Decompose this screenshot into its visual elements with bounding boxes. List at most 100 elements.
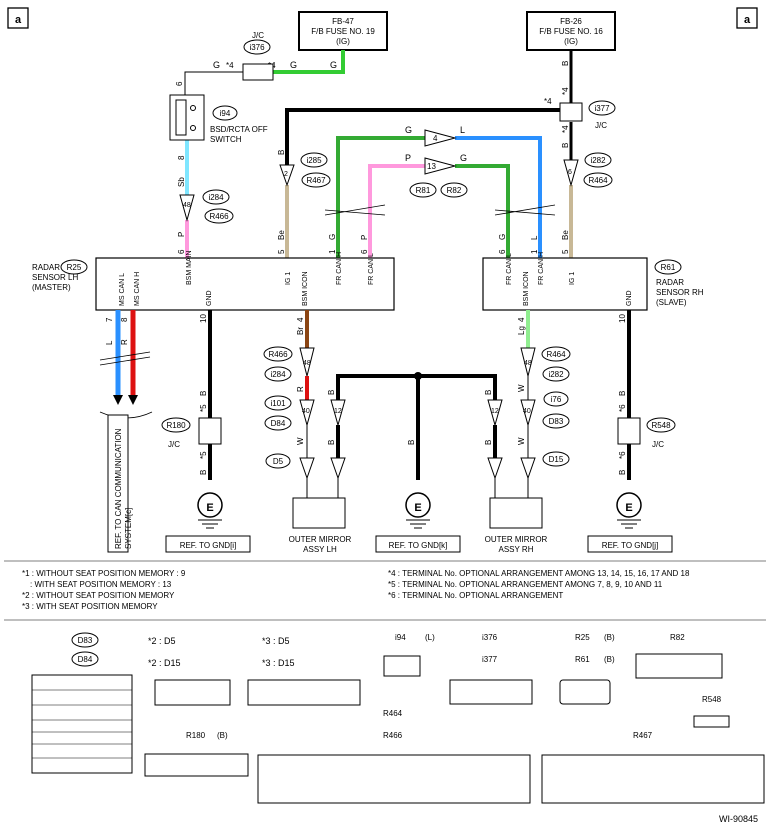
svg-text:B: B: [277, 150, 286, 155]
cv-r180-color: (B): [217, 731, 228, 740]
pin-ms-can-h: MS CAN H: [134, 272, 141, 306]
pin-fr-can-h-rh: FR CAN H: [538, 252, 545, 285]
svg-text:48: 48: [524, 360, 532, 367]
svg-text:B: B: [327, 390, 336, 395]
jc-i376-label: J/C: [252, 31, 264, 40]
svg-text:R: R: [296, 386, 305, 392]
ref-gnd-k: REF. TO GND[k]: [389, 541, 448, 550]
sensor-rh-l2: SENSOR RH: [656, 288, 704, 297]
svg-text:G: G: [405, 125, 412, 135]
note-2: *2 : WITHOUT SEAT POSITION MEMORY: [22, 591, 175, 600]
svg-text:W: W: [296, 437, 305, 445]
conn-r467: R467: [306, 176, 326, 185]
conn-i282-mid: i282: [548, 370, 564, 379]
pin-ms-can-l: MS CAN L: [119, 273, 126, 306]
fuse-fb26-name: F/B FUSE NO. 16: [539, 27, 603, 36]
fuse-fb26-type: (IG): [564, 37, 578, 46]
sensor-rh-l1: RADAR: [656, 278, 684, 287]
jc-i377-label: J/C: [595, 121, 607, 130]
svg-text:P: P: [360, 235, 369, 240]
svg-text:1: 1: [328, 249, 337, 254]
cv-d83: D83: [78, 636, 93, 645]
cv-i376: i376: [482, 633, 498, 642]
svg-text:6: 6: [360, 249, 369, 254]
svg-text:5: 5: [561, 249, 570, 254]
switch-label-l2: SWITCH: [210, 135, 242, 144]
pin-ig1-lh: IG 1: [285, 272, 292, 285]
fuse-fb47-name: F/B FUSE NO. 19: [311, 27, 375, 36]
note-6: *6 : TERMINAL No. OPTIONAL ARRANGEMENT: [388, 591, 563, 600]
svg-text:R: R: [120, 339, 129, 345]
svg-text:5: 5: [277, 249, 286, 254]
svg-text:B: B: [199, 470, 208, 475]
conn-r82: R82: [447, 186, 462, 195]
svg-text:*4: *4: [561, 125, 570, 133]
cv-star2-d5: *2 : D5: [148, 636, 176, 646]
svg-text:8: 8: [120, 317, 129, 322]
svg-text:4: 4: [296, 317, 305, 322]
conn-i284: i284: [270, 370, 286, 379]
svg-text:B: B: [484, 440, 493, 445]
svg-text:B: B: [199, 391, 208, 396]
ref-can-l2: SYSTEM[c]: [124, 508, 133, 549]
sensor-lh-l2: SENSOR LH: [32, 273, 78, 282]
conn-i377: i377: [594, 104, 610, 113]
cv-r466: R466: [383, 731, 403, 740]
sensor-lh-l1: RADAR: [32, 263, 60, 272]
pin-fr-can-h-lh: FR CAN H: [336, 252, 343, 285]
document-id: WI-90845: [719, 814, 758, 824]
svg-text:*5: *5: [199, 451, 208, 459]
cv-star3-d15: *3 : D15: [262, 658, 295, 668]
svg-text:W: W: [517, 384, 526, 392]
pin-fr-can-l-lh: FR CAN L: [368, 253, 375, 285]
svg-text:G: G: [328, 234, 337, 240]
cv-r467: R467: [633, 731, 653, 740]
conn-r548: R548: [651, 421, 671, 430]
ground-e-rh: E: [625, 502, 632, 514]
svg-text:*4: *4: [544, 97, 552, 106]
note-5: *5 : TERMINAL No. OPTIONAL ARRANGEMENT A…: [388, 580, 663, 589]
svg-text:*4: *4: [561, 87, 570, 95]
pin-bsm-main: BSM MAIN: [186, 250, 193, 285]
svg-text:B: B: [618, 470, 627, 475]
svg-text:*4: *4: [226, 61, 234, 70]
svg-text:Lg: Lg: [517, 326, 526, 335]
cv-r61: R61: [575, 655, 590, 664]
ground-e-lh: E: [206, 502, 213, 514]
svg-text:10: 10: [618, 314, 627, 323]
svg-text:48: 48: [183, 202, 191, 209]
svg-text:*5: *5: [199, 404, 208, 412]
mirror-rh-l2: ASSY RH: [499, 545, 534, 554]
cv-i94-color: (L): [425, 633, 435, 642]
conn-r25: R25: [67, 263, 82, 272]
cv-i377: i377: [482, 655, 498, 664]
svg-text:G: G: [498, 234, 507, 240]
svg-text:6: 6: [568, 169, 572, 176]
conn-i285: i285: [306, 156, 322, 165]
ref-gnd-i: REF. TO GND[i]: [180, 541, 237, 550]
cv-r61-color: (B): [604, 655, 615, 664]
note-4: *4 : TERMINAL No. OPTIONAL ARRANGEMENT A…: [388, 569, 690, 578]
cv-star3-d5: *3 : D5: [262, 636, 290, 646]
note-1b: : WITH SEAT POSITION MEMORY : 13: [30, 580, 172, 589]
svg-text:B: B: [407, 440, 416, 445]
conn-i76: i76: [551, 395, 562, 404]
svg-text:B: B: [561, 143, 570, 148]
pin-gnd-lh: GND: [206, 290, 213, 306]
svg-text:B: B: [327, 440, 336, 445]
cv-r82: R82: [670, 633, 685, 642]
pin-fr-can-l-rh: FR CAN L: [506, 253, 513, 285]
svg-text:Sb: Sb: [177, 177, 186, 187]
conn-r466-top: R466: [209, 212, 229, 221]
conn-d84: D84: [271, 419, 286, 428]
svg-text:*6: *6: [618, 404, 627, 412]
mirror-lh-l1: OUTER MIRROR: [289, 535, 352, 544]
cv-r548: R548: [702, 695, 722, 704]
corner-label-right: a: [744, 14, 751, 26]
svg-text:B: B: [618, 391, 627, 396]
note-1a: *1 : WITHOUT SEAT POSITION MEMORY : 9: [22, 569, 186, 578]
svg-text:40: 40: [302, 408, 310, 415]
svg-text:4: 4: [517, 317, 526, 322]
conn-i376: i376: [249, 43, 265, 52]
svg-text:Be: Be: [561, 230, 570, 240]
